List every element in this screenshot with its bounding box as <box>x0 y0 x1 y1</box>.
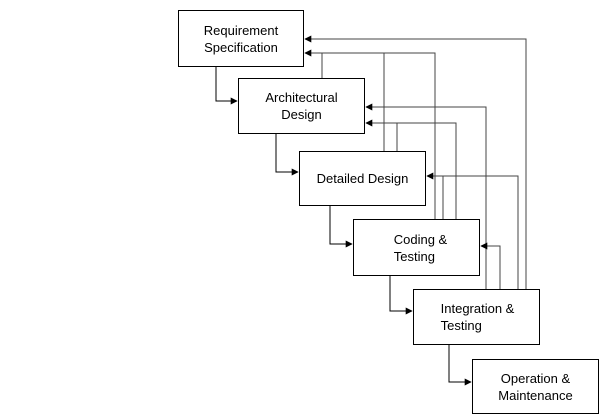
stage-label: Integration & Testing <box>439 300 515 334</box>
stage-integration-testing: Integration & Testing <box>413 289 540 345</box>
stage-label-line: Detailed Design <box>316 171 409 186</box>
edge-coding-to-integration <box>389 276 413 315</box>
edge-architectural-to-requirement <box>304 49 323 78</box>
stage-detailed-design: Detailed Design <box>299 151 426 206</box>
stage-label-line: Testing <box>440 318 482 333</box>
edge-detailed-to-architectural <box>365 119 398 151</box>
stage-label-line: Specification <box>204 39 278 55</box>
edge-integration-to-requirement <box>304 35 527 289</box>
stage-label-line: Design <box>281 107 322 122</box>
edge-integration-to-coding <box>480 242 501 289</box>
edge-integration-to-operation <box>448 345 472 386</box>
edge-detailed-to-coding <box>329 206 353 248</box>
edge-integration-to-detailed <box>443 175 519 289</box>
stage-architectural-design: Architectural Design <box>238 78 365 134</box>
edge-architectural-to-detailed <box>275 134 299 176</box>
stage-label-line: Testing <box>393 248 435 264</box>
edge-integration-to-architectural <box>365 103 487 289</box>
stage-label-line: Maintenance <box>498 387 573 403</box>
stage-label: Architectural Design <box>265 89 337 123</box>
edge-requirement-to-architectural <box>215 67 238 105</box>
stage-requirement-specification: Requirement Specification <box>178 10 304 67</box>
edge-coding-to-architectural <box>397 122 457 219</box>
stage-label-line: Requirement <box>203 22 279 38</box>
stage-label: Requirement Specification <box>204 22 278 56</box>
stage-label: Coding & Testing <box>386 231 447 265</box>
stage-operation-maintenance: Operation & Maintenance <box>472 359 599 414</box>
stage-label-line: Operation & <box>500 370 571 386</box>
stage-label-line: Architectural <box>265 90 338 105</box>
stage-label-line: Integration & <box>440 301 515 316</box>
stage-label: Operation & Maintenance <box>498 370 572 404</box>
stage-coding-testing: Coding & Testing <box>353 219 480 276</box>
stage-label-line: Coding & <box>393 231 448 247</box>
stage-label: Detailed Design <box>317 170 409 187</box>
edge-coding-to-requirement <box>384 52 436 219</box>
